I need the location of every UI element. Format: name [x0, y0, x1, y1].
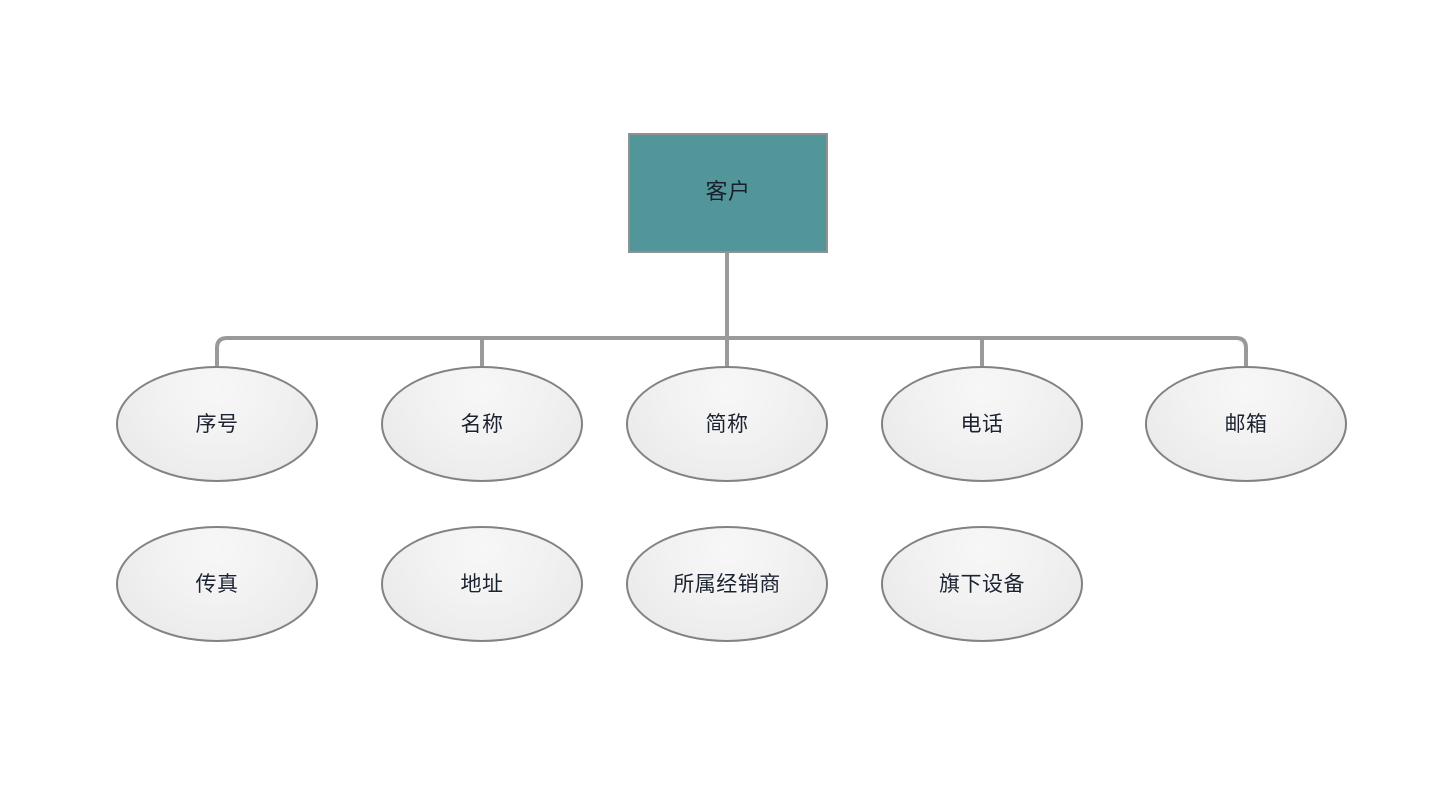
- attribute-node[interactable]: 简称: [626, 366, 828, 482]
- attribute-node-label: 邮箱: [1224, 411, 1268, 436]
- root-node-customer[interactable]: 客户: [628, 133, 828, 253]
- attribute-node[interactable]: 旗下设备: [881, 526, 1083, 642]
- attribute-node-label: 传真: [195, 571, 239, 596]
- attribute-node[interactable]: 名称: [381, 366, 583, 482]
- connector-bus: [215, 336, 1248, 366]
- attribute-node[interactable]: 邮箱: [1145, 366, 1347, 482]
- attribute-node-label: 旗下设备: [939, 571, 1025, 596]
- attribute-node[interactable]: 序号: [116, 366, 318, 482]
- attribute-node-label: 序号: [195, 411, 239, 436]
- attribute-node[interactable]: 传真: [116, 526, 318, 642]
- attribute-node[interactable]: 所属经销商: [626, 526, 828, 642]
- root-node-label: 客户: [705, 180, 751, 206]
- attribute-node-label: 电话: [960, 411, 1004, 436]
- attribute-node[interactable]: 电话: [881, 366, 1083, 482]
- attribute-node[interactable]: 地址: [381, 526, 583, 642]
- attribute-node-label: 所属经销商: [673, 571, 781, 596]
- attribute-node-label: 地址: [460, 571, 504, 596]
- attribute-node-label: 简称: [705, 411, 749, 436]
- attribute-node-label: 名称: [460, 411, 504, 436]
